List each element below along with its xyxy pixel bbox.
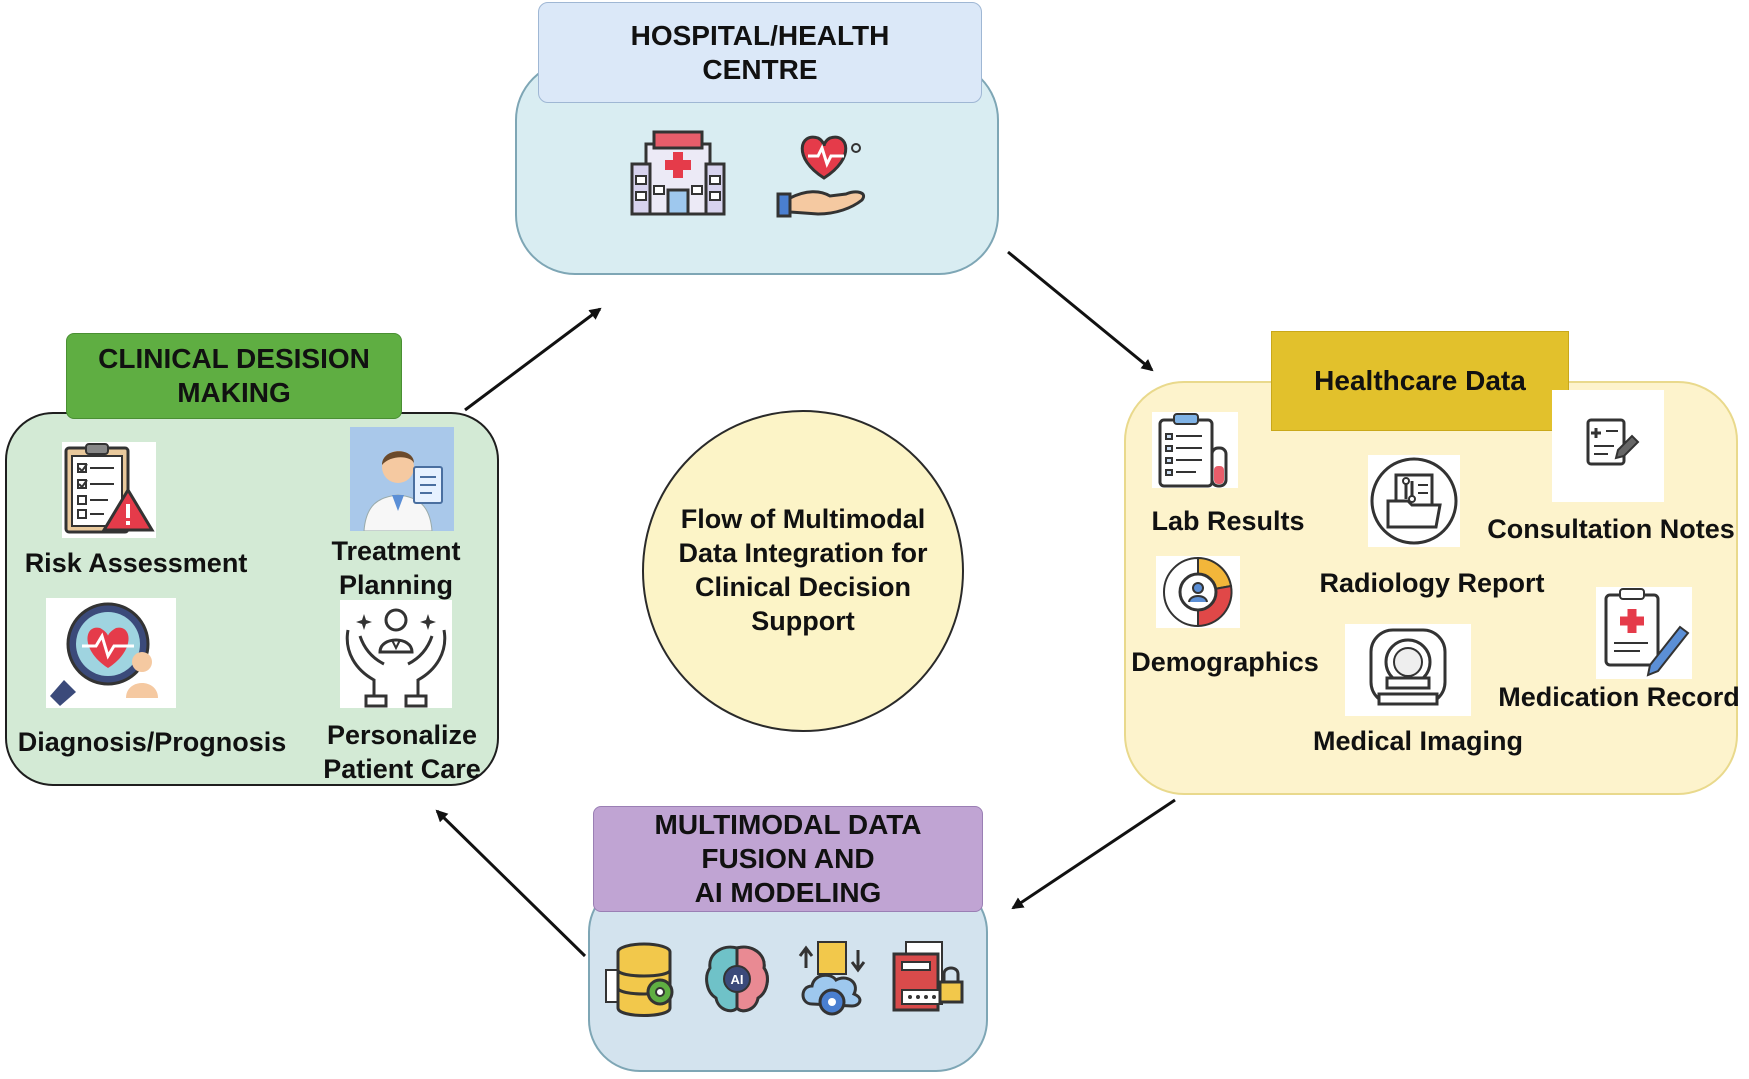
center-circle	[642, 410, 964, 732]
clinical-title: CLINICAL DESISION MAKING	[66, 333, 402, 419]
secure-records-icon	[892, 940, 964, 1014]
radiology-report-icon	[1368, 455, 1460, 547]
personalize-patient-care-icon	[340, 600, 452, 708]
ai-brain-icon: AI	[702, 942, 772, 1016]
database-gear-icon	[604, 942, 678, 1018]
arrow-hospital-to-data	[1007, 250, 1154, 372]
demographics-icon	[1156, 556, 1240, 628]
svg-text:AI: AI	[731, 972, 744, 987]
radiology-report-label: Radiology Report	[1319, 568, 1545, 598]
consultation-notes-label: Consultation Notes	[1487, 514, 1735, 544]
hospital-building-icon	[628, 128, 728, 218]
arrow-data-to-fusion	[1011, 798, 1176, 910]
heart-in-hand-icon	[772, 128, 874, 220]
center-title: Flow of Multimodal Data Integration for …	[678, 504, 928, 636]
treatment-planning-icon	[350, 427, 454, 531]
risk-assessment-label: Risk Assessment	[24, 548, 248, 578]
medication-record-label: Medication Record	[1498, 682, 1740, 712]
cloud-sync-icon	[796, 940, 868, 1018]
medication-record-icon	[1596, 587, 1692, 679]
lab-results-icon	[1152, 412, 1238, 488]
diagnosis-prognosis-icon	[46, 598, 176, 708]
personalize-patient-care-label: Personalize Patient Care	[323, 720, 481, 784]
healthcare-title: Healthcare Data	[1271, 331, 1569, 431]
diagnosis-prognosis-label: Diagnosis/Prognosis	[17, 727, 287, 757]
risk-assessment-icon	[62, 442, 156, 538]
hospital-title: HOSPITAL/HEALTH CENTRE	[538, 2, 982, 103]
fusion-title: MULTIMODAL DATA FUSION AND AI MODELING	[593, 806, 983, 912]
arrow-fusion-to-clinical	[435, 809, 587, 958]
demographics-label: Demographics	[1131, 647, 1319, 677]
arrow-clinical-to-hospital	[464, 307, 602, 412]
medical-imaging-label: Medical Imaging	[1312, 726, 1524, 756]
medical-imaging-icon	[1345, 624, 1471, 716]
lab-results-label: Lab Results	[1151, 506, 1305, 536]
consultation-notes-icon	[1552, 390, 1664, 502]
treatment-planning-label: Treatment Planning	[331, 536, 461, 600]
